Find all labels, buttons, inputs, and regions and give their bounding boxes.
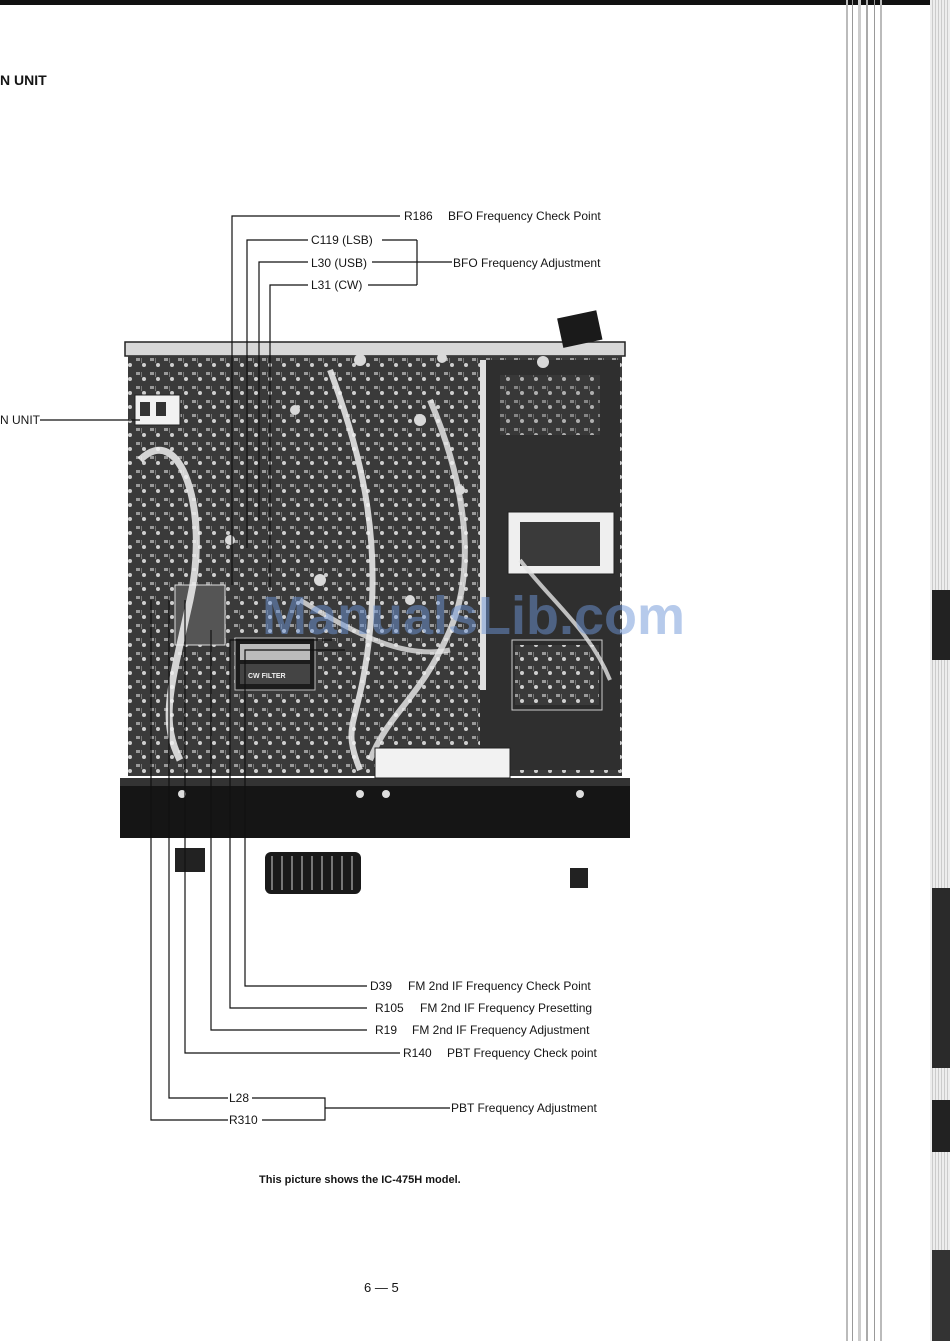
right-edge-dark-block bbox=[932, 888, 950, 1068]
callout-r105: R105 bbox=[375, 1001, 404, 1015]
callout-r105-desc: FM 2nd IF Frequency Presetting bbox=[420, 1001, 593, 1015]
callout-d39-desc: FM 2nd IF Frequency Check Point bbox=[408, 979, 591, 993]
callout-r19: R19 bbox=[375, 1023, 398, 1037]
callout-l30: L30 (USB) bbox=[311, 256, 368, 270]
callout-d39: D39 bbox=[370, 979, 393, 993]
watermark: ManualsLib.com bbox=[262, 586, 686, 646]
callout-r186: R186 bbox=[404, 209, 433, 223]
right-edge-dark-block bbox=[932, 1100, 950, 1152]
callout-r310: R310 bbox=[229, 1113, 258, 1127]
right-edge-shadow bbox=[866, 0, 868, 1341]
figure-caption: This picture shows the IC-475H model. bbox=[259, 1174, 461, 1186]
chassis-photo: CW FILTER bbox=[120, 310, 630, 894]
right-edge-shadow bbox=[874, 0, 875, 1341]
callout-pbt-adjustment: PBT Frequency Adjustment bbox=[451, 1101, 597, 1115]
callout-l28: L28 bbox=[229, 1091, 250, 1105]
right-edge-shadow bbox=[852, 0, 853, 1341]
callout-r140: R140 bbox=[403, 1046, 432, 1060]
callout-c119: C119 (LSB) bbox=[311, 233, 373, 247]
cw-filter-label: CW FILTER bbox=[248, 673, 286, 680]
callout-bfo-adjustment: BFO Frequency Adjustment bbox=[453, 256, 601, 270]
callout-l31: L31 (CW) bbox=[311, 278, 363, 292]
page-number: 6 — 5 bbox=[364, 1280, 399, 1295]
callout-r19-desc: FM 2nd IF Frequency Adjustment bbox=[412, 1023, 590, 1037]
callout-bfo-check-point: BFO Frequency Check Point bbox=[448, 209, 601, 223]
right-edge-dark-block bbox=[932, 590, 950, 660]
front-panel bbox=[120, 778, 630, 838]
right-edge-shadow bbox=[880, 0, 882, 1341]
side-unit-label: N UNIT bbox=[0, 413, 40, 427]
top-border bbox=[0, 0, 950, 5]
callout-r140-desc: PBT Frequency Check point bbox=[447, 1046, 597, 1060]
right-edge-shadow bbox=[846, 0, 848, 1341]
right-edge-shadow bbox=[858, 0, 861, 1341]
right-edge-dark-block bbox=[932, 1250, 950, 1341]
section-title: N UNIT bbox=[0, 72, 47, 88]
